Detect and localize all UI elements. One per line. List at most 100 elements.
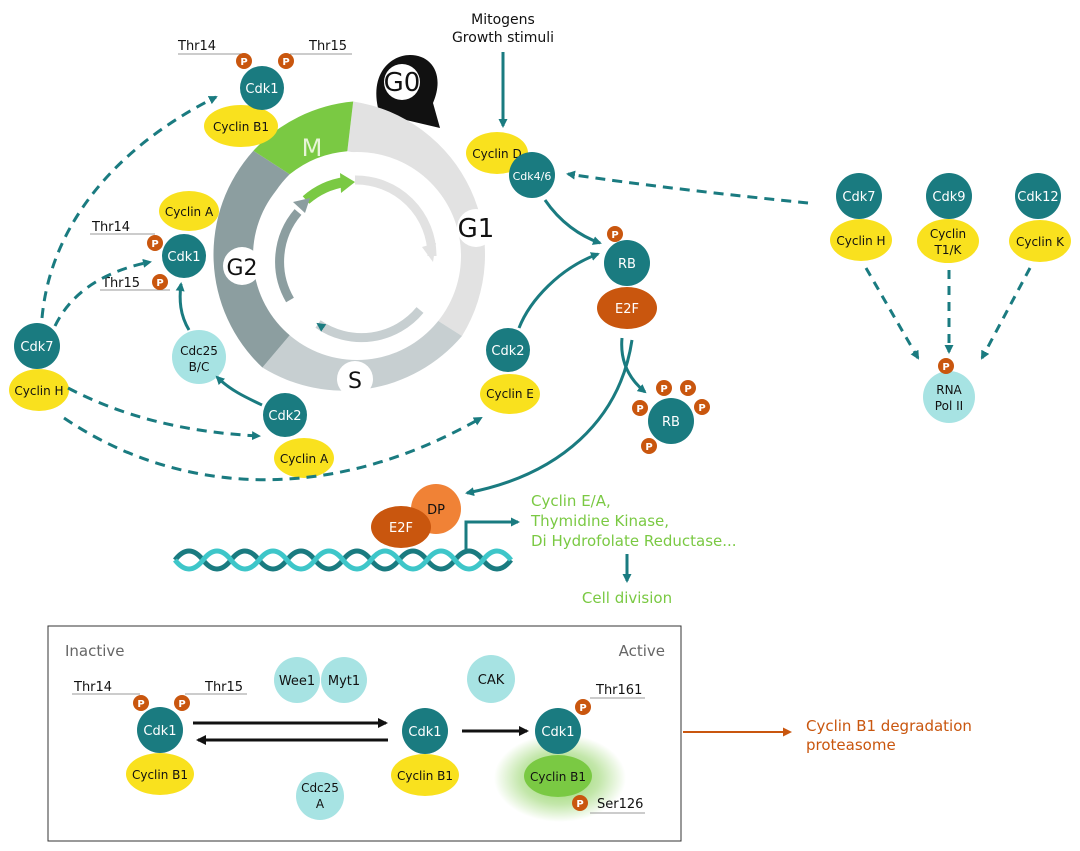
cdc25bc-label: Cdc25	[180, 344, 218, 358]
cdk12-cyclink: Cyclin K Cdk12	[1009, 173, 1071, 262]
e2f-label: E2F	[615, 302, 639, 317]
phospho-icon: P	[636, 404, 643, 415]
cyclin-t-label: T1/K	[934, 243, 963, 257]
phase-g0-label: G0	[384, 68, 421, 98]
cdk2e-to-rb-arrow	[517, 252, 600, 329]
cdk2-to-cdc25-arrow	[215, 375, 263, 407]
e2f-to-dna-arrow	[465, 339, 634, 497]
cell-division-label: Cell division	[582, 589, 672, 607]
rb-phospho: RB P P P P P	[632, 380, 710, 454]
cdc25bc-label: B/C	[189, 360, 210, 374]
degradation-label: Cyclin B1 degradation	[806, 717, 972, 735]
cyclin-b1-label: Cyclin B1	[530, 770, 586, 784]
cyclin-b1-label: Cyclin B1	[397, 769, 453, 783]
cdk1-cyclinb1-top: Thr14 Thr15 Cyclin B1 Cdk1 P P	[177, 39, 352, 147]
wee1-label: Wee1	[279, 674, 315, 689]
phase-m-label: M	[302, 134, 323, 162]
rb-label: RB	[662, 415, 680, 430]
phospho-icon: P	[611, 230, 618, 241]
target-gene-label: Thymidine Kinase,	[530, 512, 669, 530]
transcription-arrow	[464, 517, 520, 551]
cdk46-cyclind: Cyclin D Cdk4/6	[466, 132, 555, 198]
dp-label: DP	[427, 503, 445, 518]
cdk2-label: Cdk2	[268, 409, 301, 424]
thr15-label: Thr15	[204, 680, 243, 695]
growth-stimuli-label: Growth stimuli	[452, 30, 554, 46]
cdk7-cyclinh-right: Cyclin H Cdk7	[830, 173, 892, 261]
cdc25a-label: A	[316, 797, 325, 811]
cyclin-a-label: Cyclin A	[280, 452, 329, 466]
phospho-icon: P	[684, 384, 691, 395]
phospho-icon: P	[151, 239, 158, 250]
phospho-icon: P	[178, 699, 185, 710]
inactive-label: Inactive	[65, 642, 125, 660]
cyclin-d-label: Cyclin D	[472, 147, 521, 161]
rb-label: RB	[618, 257, 636, 272]
cdk1-cyclina: Thr14 Thr15 Cyclin A Cdk1 P P	[90, 191, 219, 291]
cdk2-cycline: Cyclin E Cdk2	[480, 328, 540, 414]
thr14-label: Thr14	[73, 680, 112, 695]
rb-e2f-complex: RB P E2F	[597, 226, 657, 329]
cdk1-active: Thr161 Cyclin B1 Cdk1 P P Ser126	[494, 683, 645, 822]
thr14-label: Thr14	[91, 220, 130, 235]
cyclin-b1-label: Cyclin B1	[132, 768, 188, 782]
cyclin-h-label: Cyclin H	[836, 234, 885, 248]
cdk9-label: Cdk9	[932, 190, 965, 205]
cyclin-t-label: Cyclin	[930, 227, 966, 241]
dna-helix	[173, 548, 513, 572]
cdk1-label: Cdk1	[408, 725, 441, 740]
phase-g1-label: G1	[458, 214, 495, 244]
cyclin-a-label: Cyclin A	[165, 205, 214, 219]
cdk7-label: Cdk7	[842, 190, 875, 205]
mitogens-label: Mitogens	[471, 12, 535, 28]
cdk12-label: Cdk12	[1017, 190, 1058, 205]
cdc25a-label: Cdc25	[301, 781, 339, 795]
cdk7-label: Cdk7	[20, 340, 53, 355]
m-sector	[253, 101, 354, 175]
phospho-icon: P	[698, 403, 705, 414]
phospho-icon: P	[282, 57, 289, 68]
cyclin-k-label: Cyclin K	[1016, 235, 1065, 249]
cell-cycle-ring: G0 M G1 S G2	[213, 55, 495, 397]
rna-pol-ii-label: RNA	[936, 383, 962, 397]
cdk7-cyclinh-left: Cyclin H Cdk7	[9, 323, 69, 411]
cyclin-b1-label: Cyclin B1	[213, 120, 269, 134]
phospho-icon: P	[579, 703, 586, 714]
cdk2-label: Cdk2	[491, 344, 524, 359]
phospho-icon: P	[156, 278, 163, 289]
cdk1-label: Cdk1	[245, 82, 278, 97]
cdk9-cyclint: Cyclin T1/K Cdk9	[917, 173, 979, 263]
phospho-icon: P	[942, 362, 949, 373]
degradation-label: proteasome	[806, 736, 896, 754]
phase-s-label: S	[348, 369, 362, 394]
pol-ii-phospho-arrows	[864, 267, 1032, 360]
cdk1-intermediate: Cyclin B1 Cdk1	[391, 708, 459, 796]
phospho-icon: P	[645, 442, 652, 453]
e2f-dp-complex: DP E2F	[371, 484, 461, 548]
cyclin-h-label: Cyclin H	[14, 384, 63, 398]
cdk1-label: Cdk1	[167, 250, 200, 265]
cdc25-to-cdk1-arrow	[175, 282, 191, 331]
target-gene-label: Cyclin E/A,	[531, 492, 611, 510]
phase-g2-label: G2	[226, 256, 257, 281]
thr161-label: Thr161	[595, 683, 642, 698]
phospho-icon: P	[137, 699, 144, 710]
cdk46-to-rb-arrow	[543, 199, 602, 245]
phospho-icon: P	[576, 799, 583, 810]
e2f-label: E2F	[389, 521, 413, 536]
thr15-label: Thr15	[101, 276, 140, 291]
phospho-icon: P	[660, 384, 667, 395]
cdk1-label: Cdk1	[541, 725, 574, 740]
target-gene-label: Di Hydrofolate Reductase...	[531, 532, 737, 550]
cdk46-label: Cdk4/6	[513, 170, 552, 183]
active-label: Active	[619, 642, 665, 660]
cak-activation-arrows	[40, 95, 809, 482]
cdc25bc-node	[172, 330, 226, 384]
cyclin-e-label: Cyclin E	[486, 387, 534, 401]
ser126-label: Ser126	[597, 797, 643, 812]
thr14-label: Thr14	[177, 39, 216, 54]
phospho-icon: P	[240, 57, 247, 68]
cdk1-label: Cdk1	[143, 724, 176, 739]
myt1-label: Myt1	[328, 674, 360, 689]
